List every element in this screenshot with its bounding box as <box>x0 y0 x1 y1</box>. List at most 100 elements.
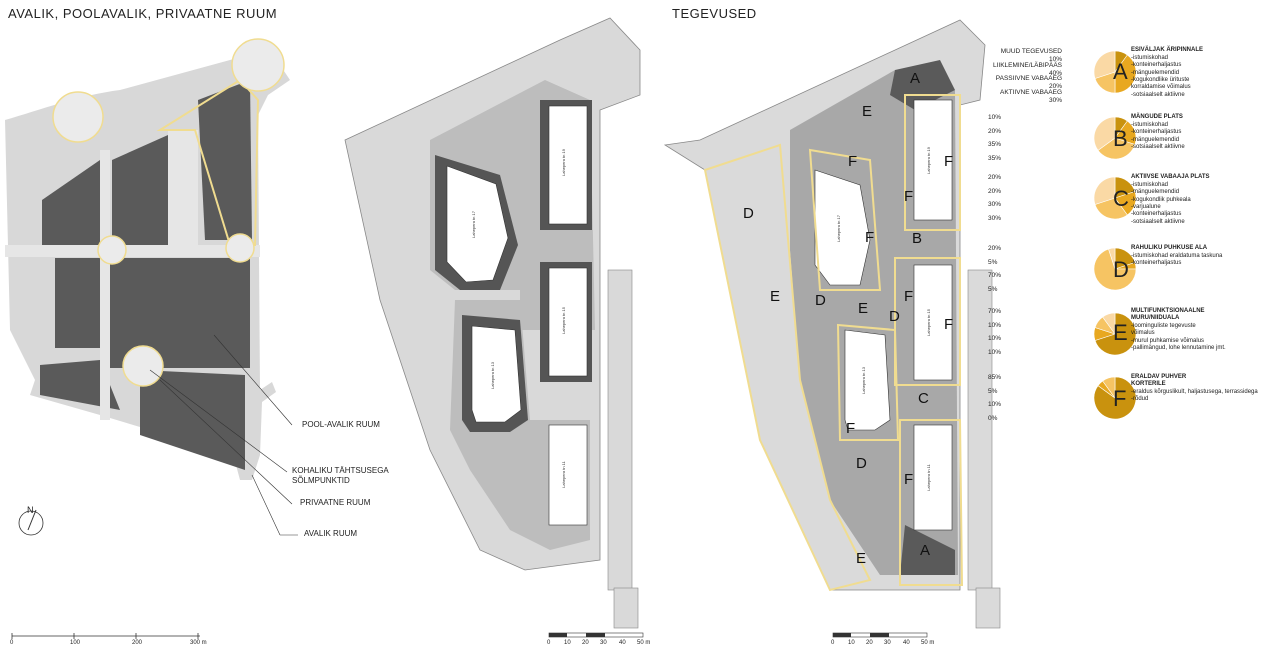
legend-pct-e-3: 10% <box>988 348 1002 356</box>
right-block-11 <box>913 424 953 531</box>
legend-pies <box>1093 50 1137 420</box>
legend-desc-a-0: -istumiskohad <box>1131 55 1169 61</box>
mid-block-17 <box>446 165 509 283</box>
label-local-nodes-1: KOHALIKU TÄHTSUSEGA <box>292 466 389 475</box>
zone-letter-e2: E <box>770 288 781 305</box>
mid-road-east <box>607 269 633 591</box>
legend-pct-f-1: 5% <box>988 387 998 395</box>
scale-left-3: 300 m <box>190 640 207 646</box>
scale-bar-left <box>11 633 200 639</box>
legend-desc-b-2: -mänguelemendid <box>1131 136 1180 143</box>
legend-pct-a-0: MUUD TEGEVUSED 10% <box>1000 48 1062 63</box>
legend-pct-c-1: 20% <box>988 187 1002 195</box>
left-road-h <box>5 245 260 257</box>
scale-mid-0: 0 <box>547 640 551 646</box>
north-arrow-circle <box>18 510 44 536</box>
scale-right-5: 50 m <box>921 640 935 646</box>
zone-letter-f8: F <box>904 471 914 488</box>
scale-bar-right <box>832 632 928 638</box>
label-local-nodes-2: SÕLMPUNKTID <box>292 476 350 485</box>
legend-pct-c-0: 20% <box>988 174 1002 181</box>
bldg-label-mid-11: Lahepera tn 11 <box>560 461 566 488</box>
legend-desc-a-2: -mänguelemendid <box>1131 69 1180 76</box>
legend-title-b: MÄNGUDE PLATS <box>1131 114 1183 120</box>
zone-letter-b: B <box>912 230 923 247</box>
legend-title2-f: KORTERILE <box>1131 381 1166 387</box>
zone-letter-f2: F <box>865 229 875 246</box>
label-public: AVALIK RUUM <box>304 529 358 538</box>
legend-desc-e-3: -pallimängud, lohe lennutamine jmt. <box>1131 344 1226 351</box>
label-private: PRIVAATNE RUUM <box>300 498 371 507</box>
zone-letter-f1: F <box>848 153 858 170</box>
legend-pct-e-0: 70% <box>988 308 1002 315</box>
right-a-north <box>890 60 955 110</box>
legend-title-d: RAHULIKU PUHKUSE ALA <box>1131 245 1208 251</box>
pie-slice-b-2 <box>1097 137 1136 160</box>
zone-letter-d3: D <box>889 308 900 325</box>
zone-letter-f7: F <box>846 420 856 437</box>
right-zone-outline-1 <box>703 143 872 592</box>
left-block-s <box>140 370 245 470</box>
right-block-15 <box>913 264 953 381</box>
pie-slice-d-2 <box>1093 248 1137 291</box>
mid-block-11 <box>548 424 588 526</box>
mid-block-19 <box>548 105 588 225</box>
legend-letter-f: F <box>1113 386 1127 411</box>
pie-slice-f-2 <box>1102 376 1116 399</box>
zone-letter-e4: E <box>856 550 867 567</box>
right-road-south <box>975 587 1001 629</box>
legend-pct-e-2: 10% <box>988 335 1002 342</box>
legend-pct-b-0: 10% <box>988 114 1002 121</box>
left-node-1 <box>231 38 285 92</box>
legend-pct-d-0: 20% <box>988 245 1002 252</box>
legend-desc-d-0: -istumiskohad eraldatuma taskuna <box>1131 253 1223 259</box>
legend-title-a: ESIVÄLJAK ÄRIPINNALE <box>1131 47 1204 53</box>
right-plan <box>663 19 1001 629</box>
legend-pct-a-2: PASSIIVNE VABAAEG 20% <box>995 75 1062 90</box>
bldg-label-right-19: Lahepera tn 19 <box>925 147 931 174</box>
legend-pct-e-1: 10% <box>988 321 1002 329</box>
legend-desc-d-1: -konteinerhaljastus <box>1131 260 1182 267</box>
legend-pct-b-1: 20% <box>988 127 1002 135</box>
left-block-w <box>55 258 100 348</box>
scale-right-2: 20 <box>866 640 873 646</box>
north-label: N <box>27 505 34 515</box>
zone-letter-c: C <box>918 390 929 407</box>
legend-letter-e: E <box>1113 320 1128 345</box>
legend-pct-b-3: 35% <box>988 154 1002 162</box>
zone-letter-a1: A <box>910 70 921 87</box>
bldg-label-mid-13: Lahepera tn 13 <box>489 362 495 389</box>
legend-pct-b-2: 35% <box>988 141 1002 148</box>
left-node-2 <box>52 91 104 143</box>
legend-pct-a-1: LIIKLEMINE/LÄBIPÄÄS 40% <box>992 61 1062 77</box>
left-block-ne <box>198 80 252 240</box>
legend-desc-b-3: -sotsiaalselt aktiivne <box>1131 143 1185 150</box>
scale-right-3: 30 <box>884 640 891 646</box>
bldg-label-mid-17: Lahepera tn 17 <box>470 211 476 238</box>
scale-bar-mid <box>548 632 644 638</box>
legend-desc-e-0: -loominguliste tegevuste <box>1131 323 1196 329</box>
legend-desc-b-0: -istumiskohad <box>1131 122 1169 128</box>
scale-mid-5: 50 m <box>637 640 651 646</box>
zone-letter-e1: E <box>862 103 873 120</box>
left-road-v2 <box>168 130 198 250</box>
pie-slice-a-1 <box>1114 54 1137 94</box>
legend-pct-f-2: 10% <box>988 401 1002 408</box>
bldg-label-right-11: Lahepera tn 11 <box>925 464 931 491</box>
mid-block-13 <box>471 325 522 423</box>
bldg-label-right-13: Lahepera tn 13 <box>860 367 866 394</box>
legend-desc-e-2: -murul puhkamise võimalus <box>1131 337 1205 344</box>
left-plan <box>5 38 298 536</box>
right-block-13 <box>844 329 891 431</box>
legend-pct-c-3: 30% <box>988 214 1002 222</box>
left-road-v <box>100 150 110 420</box>
right-block-17 <box>814 169 871 286</box>
right-zone-outline-3 <box>904 94 961 231</box>
right-zone-outline-5 <box>836 323 900 441</box>
right-road-east <box>967 269 993 591</box>
legend-desc-a-5: -sotsiaalselt aktiivne <box>1131 91 1185 98</box>
bldg-label-right-15: Lahepera tn 15 <box>925 309 931 336</box>
pie-slice-e-3 <box>1102 312 1116 335</box>
zone-letter-d2: D <box>815 292 826 309</box>
